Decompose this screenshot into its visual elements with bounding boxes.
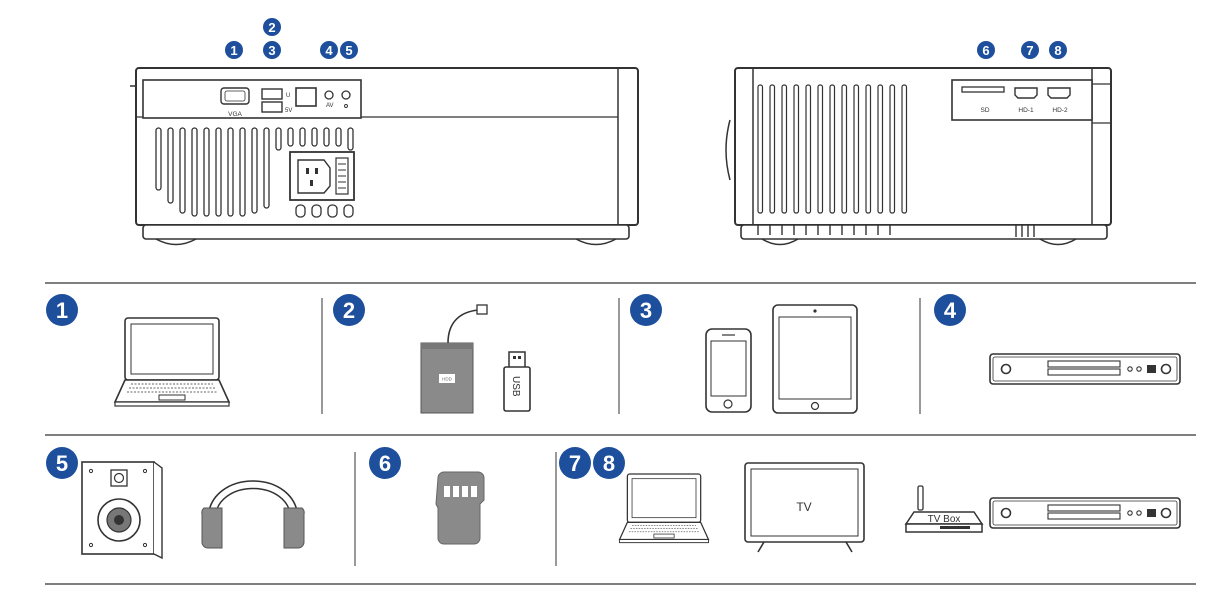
av-port-icon [324,90,334,100]
front-callout-4: 4 [320,41,338,59]
svg-text:8: 8 [1054,43,1061,58]
sd-label: SD [980,107,989,114]
row2-cell-6: 6 [369,447,485,545]
front-vents [155,127,354,218]
front-callout-3: 3 [263,41,281,59]
headphones-icon [201,480,305,549]
svg-text:3: 3 [268,43,275,58]
svg-text:8: 8 [603,451,615,476]
row1-cell-1: 1 [46,294,230,407]
tablet-icon [772,304,858,414]
badge-7: 7 [559,447,591,479]
svg-text:4: 4 [325,43,333,58]
tv-box-label: TV Box [928,514,961,525]
front-callout-2: 2 [263,18,281,36]
front-callout-5: 5 [340,41,358,59]
hd1-label: HD-1 [1018,107,1034,114]
back-vents [757,84,908,214]
tv-box-icon: TV Box [904,485,984,533]
usb-5v-port-icon [261,101,283,113]
svg-text:2: 2 [268,20,275,35]
svg-text:1: 1 [56,298,68,323]
smartphone-icon [705,328,752,413]
vga-port-icon [220,87,250,105]
five-v-label: 5V [285,108,292,114]
usb-port-icon [261,88,283,100]
sd-card-icon [435,471,485,545]
svg-text:1: 1 [230,43,237,58]
dvd-player-icon [989,497,1181,529]
badge-5: 5 [46,447,78,479]
back-callout-7: 7 [1021,41,1039,59]
dvd-player-icon [989,353,1181,385]
row2-cell-7-8: 7 8 TV TV Box [559,447,1181,553]
row2-cell-5: 5 [46,447,305,560]
hdmi-2-port-icon [1047,87,1071,99]
tv-icon: TV [744,462,865,553]
audio-port-icon [341,90,351,100]
badge-8: 8 [593,447,625,479]
badge-1: 1 [46,294,78,326]
badge-4: 4 [934,294,966,326]
hdmi-1-port-icon [1014,87,1038,99]
svg-text:5: 5 [56,451,68,476]
ir-sensor-icon [295,87,317,107]
row1-cell-3: 3 [630,294,858,414]
usb-label: U [286,93,290,99]
av-label: AV [326,103,334,109]
projector-front-view: VGA U 5V AV 1 2 [130,18,639,246]
svg-text:HDD: HDD [442,377,452,382]
laptop-icon [618,473,710,544]
svg-text:5: 5 [345,43,352,58]
hdd-icon: HDD [420,304,488,414]
badge-3: 3 [630,294,662,326]
front-callout-1: 1 [225,41,243,59]
svg-text:USB: USB [510,376,521,397]
laptop-icon [114,317,230,407]
sd-slot-icon [961,86,1005,93]
svg-text:3: 3 [640,298,652,323]
back-callout-8: 8 [1049,41,1067,59]
badge-6: 6 [369,447,401,479]
row1-cell-4: 4 [934,294,1181,385]
tv-label: TV [796,500,811,514]
speaker-icon [81,461,163,560]
badge-2: 2 [333,294,365,326]
svg-text:6: 6 [379,451,391,476]
hd2-label: HD-2 [1052,107,1068,114]
usb-drive-icon: USB [503,351,531,412]
row1-cell-2: 2 HDD USB [333,294,531,414]
svg-text:4: 4 [944,298,957,323]
svg-text:7: 7 [569,451,581,476]
vga-label: VGA [228,111,242,118]
svg-text:7: 7 [1026,43,1033,58]
svg-text:2: 2 [343,298,355,323]
back-callout-6: 6 [977,41,995,59]
svg-text:6: 6 [982,43,989,58]
projector-back-view: SD HD-1 HD-2 6 7 8 [725,41,1112,246]
